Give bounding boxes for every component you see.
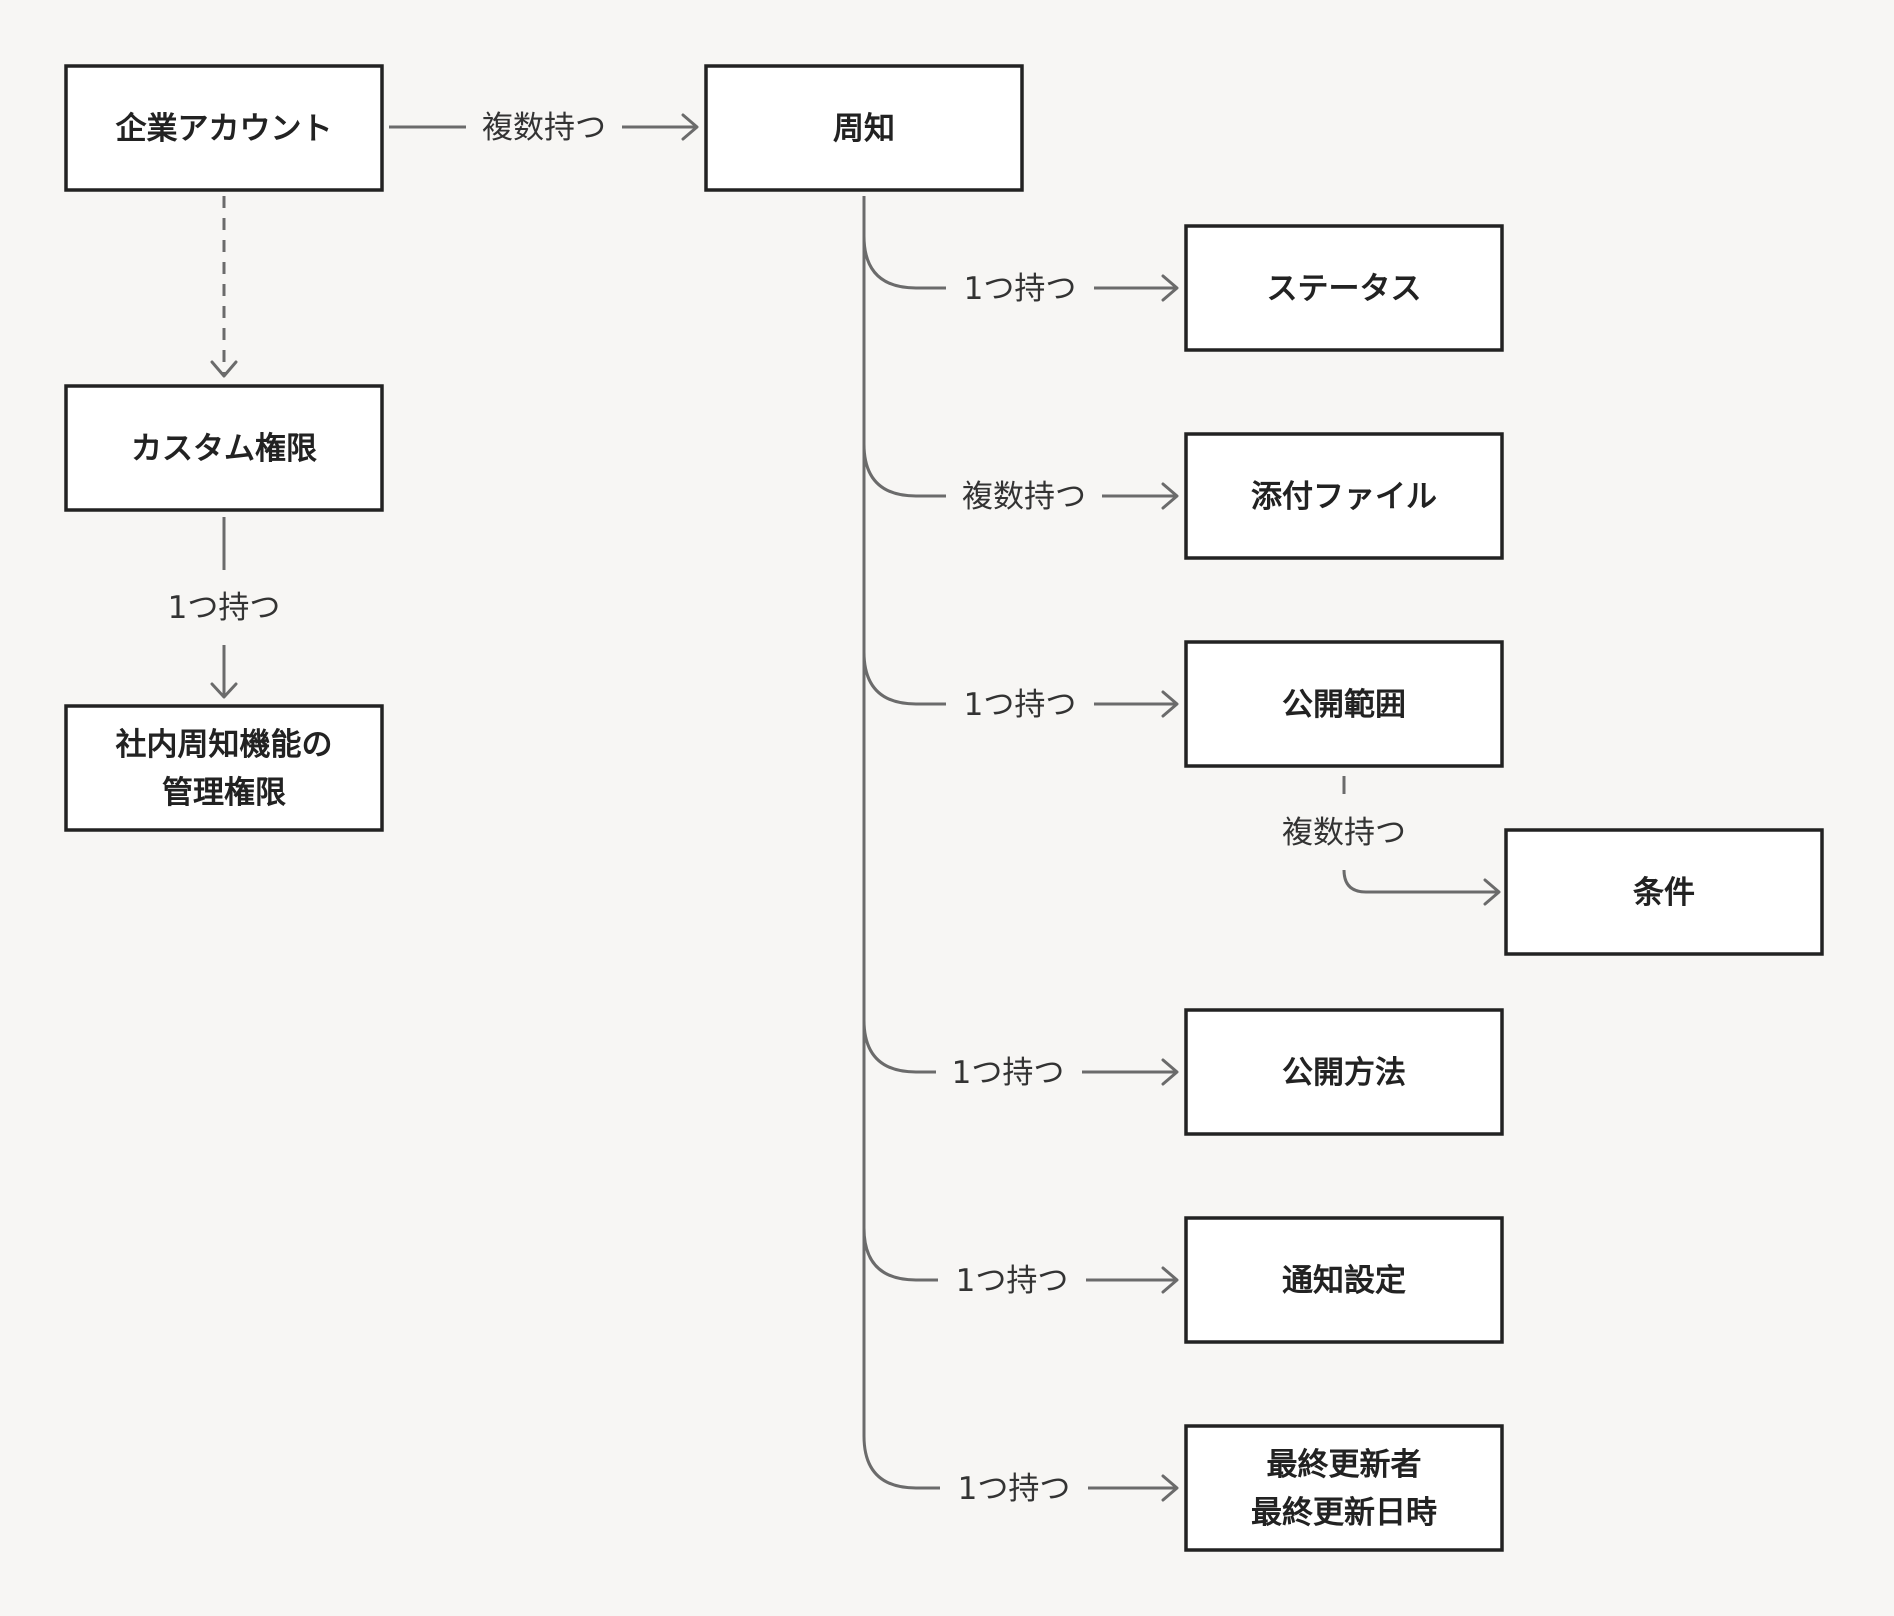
node-label: ステータス — [1267, 271, 1422, 307]
edge-label-notice-to-method: 1つ持つ — [952, 1055, 1065, 1091]
edge-notice-to-last-updated: 1つ持つ — [862, 1435, 1179, 1507]
node-label: 通知設定 — [1282, 1263, 1406, 1299]
node-label: 公開方法 — [1282, 1055, 1406, 1091]
node-label-line-2: 管理権限 — [162, 775, 286, 811]
node-label: 企業アカウント — [116, 111, 333, 147]
node-label-line-1: 社内周知機能の — [116, 727, 333, 763]
edge-company-to-notice: 複数持つ — [389, 110, 699, 146]
node-label: 周知 — [833, 111, 895, 147]
node-publish-method: 公開方法 — [1184, 1008, 1504, 1136]
node-label: 公開範囲 — [1282, 687, 1406, 723]
node-last-updated: 最終更新者 最終更新日時 — [1184, 1424, 1504, 1552]
edge-custom-to-admin: 1つ持つ — [168, 517, 281, 699]
node-condition: 条件 — [1504, 828, 1824, 956]
node-admin-permission: 社内周知機能の 管理権限 — [64, 704, 384, 832]
node-label: 条件 — [1633, 875, 1695, 911]
edge-notice-to-method: 1つ持つ — [862, 1019, 1179, 1091]
edge-notice-to-attachment: 複数持つ — [862, 443, 1179, 515]
node-attachment: 添付ファイル — [1184, 432, 1504, 560]
edge-notice-to-scope: 1つ持つ — [862, 651, 1179, 723]
edge-label-notice-to-status: 1つ持つ — [964, 271, 1077, 307]
edge-notice-to-notification: 1つ持つ — [862, 1227, 1179, 1299]
node-company-account: 企業アカウント — [64, 64, 384, 192]
edge-label-notice-to-notification: 1つ持つ — [956, 1263, 1069, 1299]
node-label: カスタム権限 — [131, 431, 317, 467]
edge-scope-to-condition: 複数持つ — [1282, 776, 1501, 906]
node-status: ステータス — [1184, 224, 1504, 352]
node-label: 添付ファイル — [1251, 479, 1437, 515]
node-label-line-1: 最終更新者 — [1267, 1447, 1422, 1483]
edge-label-notice-to-attachment: 複数持つ — [962, 479, 1086, 515]
edge-label-notice-to-scope: 1つ持つ — [964, 687, 1077, 723]
edge-notice-to-status: 1つ持つ — [862, 235, 1179, 307]
edge-label-company-to-notice: 複数持つ — [482, 110, 606, 146]
edge-label-scope-to-condition: 複数持つ — [1282, 815, 1406, 851]
edge-label-custom-to-admin: 1つ持つ — [168, 590, 281, 626]
node-notification-settings: 通知設定 — [1184, 1216, 1504, 1344]
node-notice: 周知 — [704, 64, 1024, 192]
edge-company-to-custom-permission — [210, 196, 238, 378]
node-label-line-2: 最終更新日時 — [1251, 1495, 1437, 1531]
edge-label-notice-to-last-updated: 1つ持つ — [958, 1471, 1071, 1507]
node-custom-permission: カスタム権限 — [64, 384, 384, 512]
node-visibility-scope: 公開範囲 — [1184, 640, 1504, 768]
